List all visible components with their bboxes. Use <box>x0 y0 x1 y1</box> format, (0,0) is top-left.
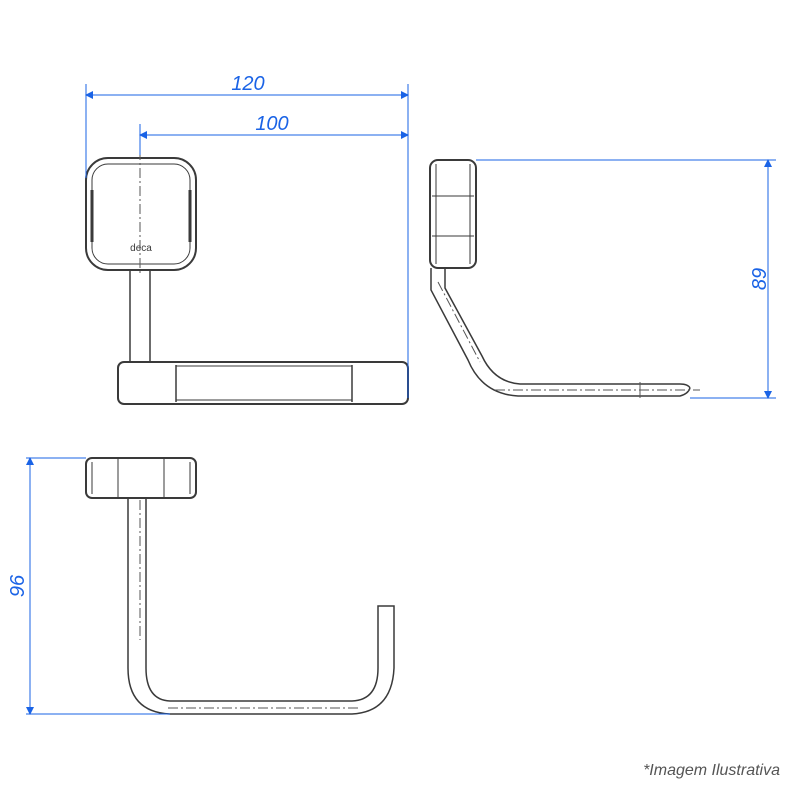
side-view-wall-block <box>429 159 477 269</box>
bottom-view <box>85 457 395 715</box>
front-view-bar <box>117 361 409 405</box>
dimension-120 <box>85 84 409 398</box>
brand-logo: deca <box>130 243 152 254</box>
dimension-100 <box>139 124 409 155</box>
side-view-arm <box>430 268 691 397</box>
bottom-view-wall-block <box>85 457 197 499</box>
dimension-120-label: 120 <box>231 73 264 95</box>
dimension-96-label: 96 <box>7 574 29 597</box>
side-view <box>429 159 691 397</box>
front-view <box>85 157 409 405</box>
dimension-96 <box>26 457 170 715</box>
dimension-100-label: 100 <box>255 113 288 135</box>
front-view-base-plate <box>85 157 197 271</box>
illustrative-image-caption: *Imagem Ilustrativa <box>643 762 780 779</box>
bottom-view-holder <box>127 498 395 715</box>
dimension-89 <box>476 159 776 399</box>
side-view-centerline <box>437 281 481 363</box>
dimension-89-label: 89 <box>749 268 771 290</box>
